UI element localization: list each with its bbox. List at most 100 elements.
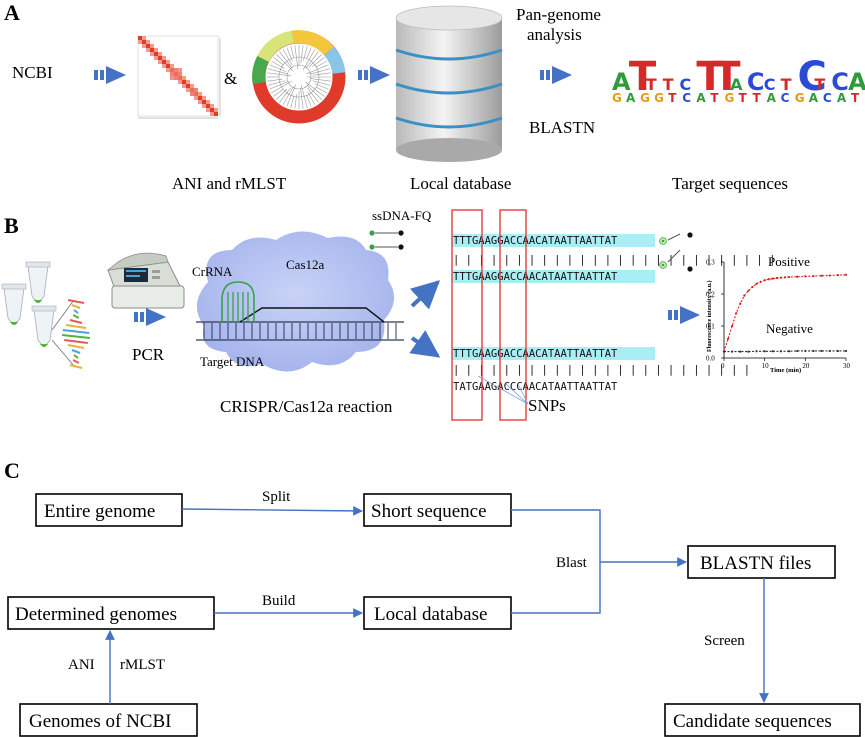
box-candidate-sequences [664, 703, 861, 737]
x-tick-label: 0 [721, 362, 725, 370]
data-point-positive [726, 337, 730, 340]
logo-letter: A [696, 91, 706, 105]
logo-letter: T [696, 54, 724, 100]
data-point-positive [844, 273, 848, 276]
seq-mismatch-bottom: TATGAAGACCCAACATAATTAATTAT [453, 381, 618, 393]
crrna-label: CrRNA [192, 264, 233, 279]
logo-letter: T [753, 91, 762, 105]
data-point-positive [763, 279, 766, 282]
logo-letter: G [654, 91, 664, 105]
negative-label: Negative [766, 321, 813, 336]
data-point-positive [751, 285, 754, 289]
data-point-positive [755, 282, 758, 285]
ani-rmlst-caption: ANI and rMLST [172, 174, 287, 193]
data-point-negative [771, 350, 774, 353]
arrow-to-mismatch [409, 330, 441, 358]
data-point-negative [820, 349, 823, 353]
data-point-positive [783, 276, 787, 279]
data-point-positive [796, 275, 799, 278]
y-tick-label: 0.1 [706, 323, 715, 331]
data-point-negative [812, 349, 815, 353]
chart-y-label: Fluorescence intensity (a.u.) [706, 280, 713, 352]
arrow-split [181, 506, 363, 516]
sample-tubes-icon [1, 261, 75, 367]
x-tick-label: 10 [762, 362, 770, 370]
box-entire-genome [35, 493, 183, 527]
rmlst-circular-tree [252, 30, 346, 124]
logo-letter: T [668, 91, 677, 105]
short-sequence-text: Short sequence [371, 501, 487, 522]
data-point-negative [804, 349, 807, 353]
logo-letter: T [851, 91, 860, 105]
logo-letter: C [682, 91, 691, 105]
ani-heatmap [137, 35, 221, 119]
and-symbol: & [224, 69, 237, 88]
logo-letter: C [831, 68, 849, 96]
data-point-negative [739, 350, 742, 353]
data-point-positive [771, 277, 774, 280]
cleaved-reporter-icon [659, 232, 693, 272]
pan-genome-label-2: analysis [527, 25, 582, 44]
block-arrow-1 [94, 66, 126, 84]
seq-match-top: TTTGAAGGACCAACATAATTAATTAT [453, 235, 618, 247]
data-point-positive [739, 302, 742, 305]
logo-letter: A [848, 68, 865, 96]
build-label: Build [262, 593, 296, 609]
panel-letter-a: A [4, 0, 20, 25]
series-line-negative [724, 350, 846, 353]
data-point-positive [804, 275, 807, 278]
panel-letter-c: C [4, 458, 20, 483]
logo-letter: T [710, 91, 719, 105]
data-point-negative [828, 349, 831, 353]
blastn-files-text: BLASTN files [700, 553, 811, 574]
logo-letter: A [809, 91, 819, 105]
x-tick-label: 30 [843, 362, 851, 370]
ncbi-label: NCBI [12, 63, 53, 82]
data-point-positive [828, 274, 831, 277]
data-point-negative [844, 349, 848, 353]
blastn-label: BLASTN [529, 118, 595, 137]
data-point-negative [731, 350, 734, 353]
logo-letter: T [629, 54, 657, 100]
cas12a-label: Cas12a [286, 257, 325, 272]
logo-letter: T [739, 91, 748, 105]
block-arrow-3 [540, 66, 572, 84]
snps-label: SNPs [528, 396, 566, 415]
logo-letter: T [663, 75, 674, 94]
logo-letter: A [767, 91, 777, 105]
box-local-database [363, 596, 512, 630]
snp-box-2 [499, 209, 527, 421]
seq-match-bars: | | | | | | | | | | | | | | | | | | | | … [453, 254, 775, 266]
sequence-alignment: TTTGAAGGACCAACATAATTAATTAT | | | | | | |… [451, 209, 775, 421]
y-tick-label: 0.0 [706, 355, 715, 363]
split-label: Split [262, 489, 291, 505]
logo-letter: T [646, 75, 657, 94]
determined-genomes-text: Determined genomes [15, 604, 177, 625]
snp-box-1 [451, 209, 483, 421]
chart-x-label: Time (min) [770, 367, 801, 374]
database-icon [395, 5, 503, 162]
logo-letter: C [798, 54, 827, 100]
candidate-sequences-text: Candidate sequences [673, 711, 832, 732]
pan-genome-label-1: Pan-genome [516, 5, 601, 24]
logo-letter: T [713, 54, 741, 100]
blast-label: Blast [556, 555, 588, 571]
box-determined-genomes [7, 596, 215, 630]
block-arrow-2 [358, 66, 390, 84]
data-point-positive [787, 275, 791, 279]
seq-match-bottom: TTTGAAGGACCAACATAATTAATTAT [453, 271, 618, 283]
logo-letter: G [612, 91, 622, 105]
logo-letter: A [626, 91, 636, 105]
logo-letter: A [730, 75, 743, 94]
dna-helix-icon [61, 299, 91, 369]
data-point-positive [775, 276, 778, 280]
data-point-negative [836, 349, 839, 353]
data-point-positive [767, 278, 770, 281]
data-point-positive [759, 280, 762, 283]
logo-letter: T [781, 75, 792, 94]
box-short-sequence [363, 493, 512, 527]
logo-letter: C [764, 75, 776, 94]
